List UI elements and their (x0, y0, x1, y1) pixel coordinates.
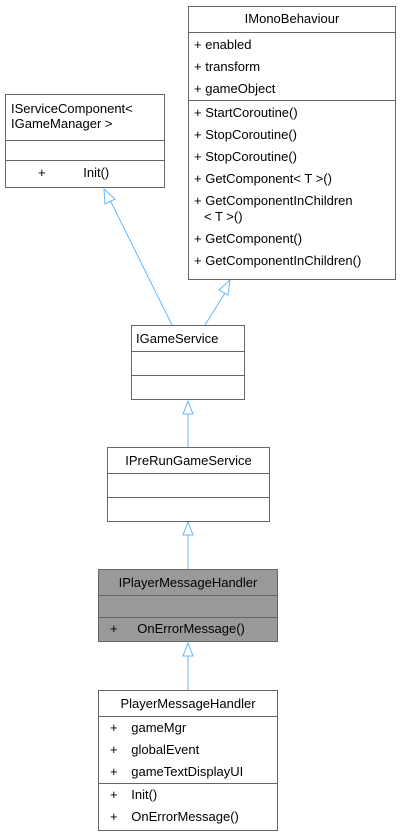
attribute-name: globalEvent (131, 742, 200, 757)
method-name: Init() (83, 165, 110, 180)
method-row: + GetComponentInChildren() (194, 253, 362, 268)
method-row: + Init() (110, 787, 158, 802)
class-playermessagehandler[interactable]: PlayerMessageHandler + gameMgr + globalE… (98, 690, 278, 831)
methods-section: + StartCoroutine() + StopCoroutine() + S… (189, 100, 395, 272)
method-name: OnErrorMessage() (131, 809, 239, 824)
arrowhead-iprerun (182, 520, 194, 536)
method-row: + StopCoroutine() (194, 127, 297, 142)
method-row: + GetComponent() (194, 231, 303, 246)
attribute-name: transform (205, 59, 261, 74)
class-title: IGameService (136, 331, 219, 346)
method-name: StopCoroutine() (205, 127, 297, 142)
method-name: GetComponent< T >() (205, 171, 332, 186)
attribute-row: + gameMgr (110, 720, 187, 735)
attributes-section (108, 473, 269, 497)
methods-section: + OnErrorMessage() (99, 617, 277, 641)
method-name: OnErrorMessage() (137, 621, 245, 636)
attribute-row: + enabled (194, 37, 252, 52)
method-name: GetComponentInChildren (205, 193, 353, 208)
arrowhead-imonobehaviour (218, 278, 231, 296)
method-name: GetComponent() (205, 231, 303, 246)
class-title-line2: IGameManager > (11, 116, 113, 131)
arrowhead-iplayer (182, 641, 194, 657)
method-row: + OnErrorMessage() (99, 618, 277, 640)
class-igameservice[interactable]: IGameService (131, 325, 245, 400)
class-title-line1: IServiceComponent< (11, 101, 133, 116)
class-title: IPlayerMessageHandler (118, 575, 258, 590)
attributes-section (6, 140, 164, 160)
attributes-section: + enabled + transform + gameObject (189, 32, 395, 100)
method-name: GetComponentInChildren() (205, 253, 362, 268)
attribute-row: + gameObject (194, 81, 276, 96)
class-title: IMonoBehaviour (244, 11, 340, 26)
arrowhead-igameservice (182, 399, 194, 415)
method-name: StopCoroutine() (205, 149, 297, 164)
method-row: + GetComponentInChildren < T >() (194, 193, 353, 224)
visibility-public: + (38, 165, 46, 180)
attributes-section (99, 595, 277, 617)
methods-section: + Init() (6, 160, 164, 187)
visibility-public: + (110, 621, 118, 636)
method-row: + Init() (6, 161, 164, 185)
method-name-continued: < T >() (204, 209, 243, 224)
attributes-section (132, 351, 244, 375)
class-title: PlayerMessageHandler (120, 696, 256, 711)
class-iplayermessagehandler[interactable]: IPlayerMessageHandler + OnErrorMessage() (98, 569, 278, 642)
attribute-name: enabled (205, 37, 252, 52)
attribute-name: gameTextDisplayUI (131, 764, 244, 779)
method-row: + GetComponent< T >() (194, 171, 332, 186)
class-title: IPreRunGameService (125, 453, 252, 468)
attribute-row: + transform (194, 59, 261, 74)
class-iprerungameservice[interactable]: IPreRunGameService (107, 447, 270, 522)
attribute-name: gameMgr (131, 720, 187, 735)
attribute-row: + globalEvent (110, 742, 200, 757)
methods-section (132, 375, 244, 399)
attribute-name: gameObject (205, 81, 276, 96)
method-row: + StartCoroutine() (194, 105, 298, 120)
edge-igameservice-imonobehaviour (204, 292, 226, 326)
method-name: StartCoroutine() (205, 105, 298, 120)
method-name: Init() (131, 787, 158, 802)
methods-section (108, 497, 269, 521)
method-row: + StopCoroutine() (194, 149, 297, 164)
methods-section: + Init() + OnErrorMessage() (99, 783, 277, 828)
attributes-section: + gameMgr + globalEvent + gameTextDispla… (99, 716, 277, 783)
edge-igameservice-iservicecomponent (109, 199, 173, 326)
arrowhead-iservicecomponent (103, 187, 116, 205)
attribute-row: + gameTextDisplayUI (110, 764, 244, 779)
method-row: + OnErrorMessage() (110, 809, 239, 824)
class-imonobehaviour[interactable]: IMonoBehaviour + enabled + transform + g… (188, 6, 396, 280)
class-iservicecomponent[interactable]: IServiceComponent< IGameManager > + Init… (5, 94, 165, 188)
